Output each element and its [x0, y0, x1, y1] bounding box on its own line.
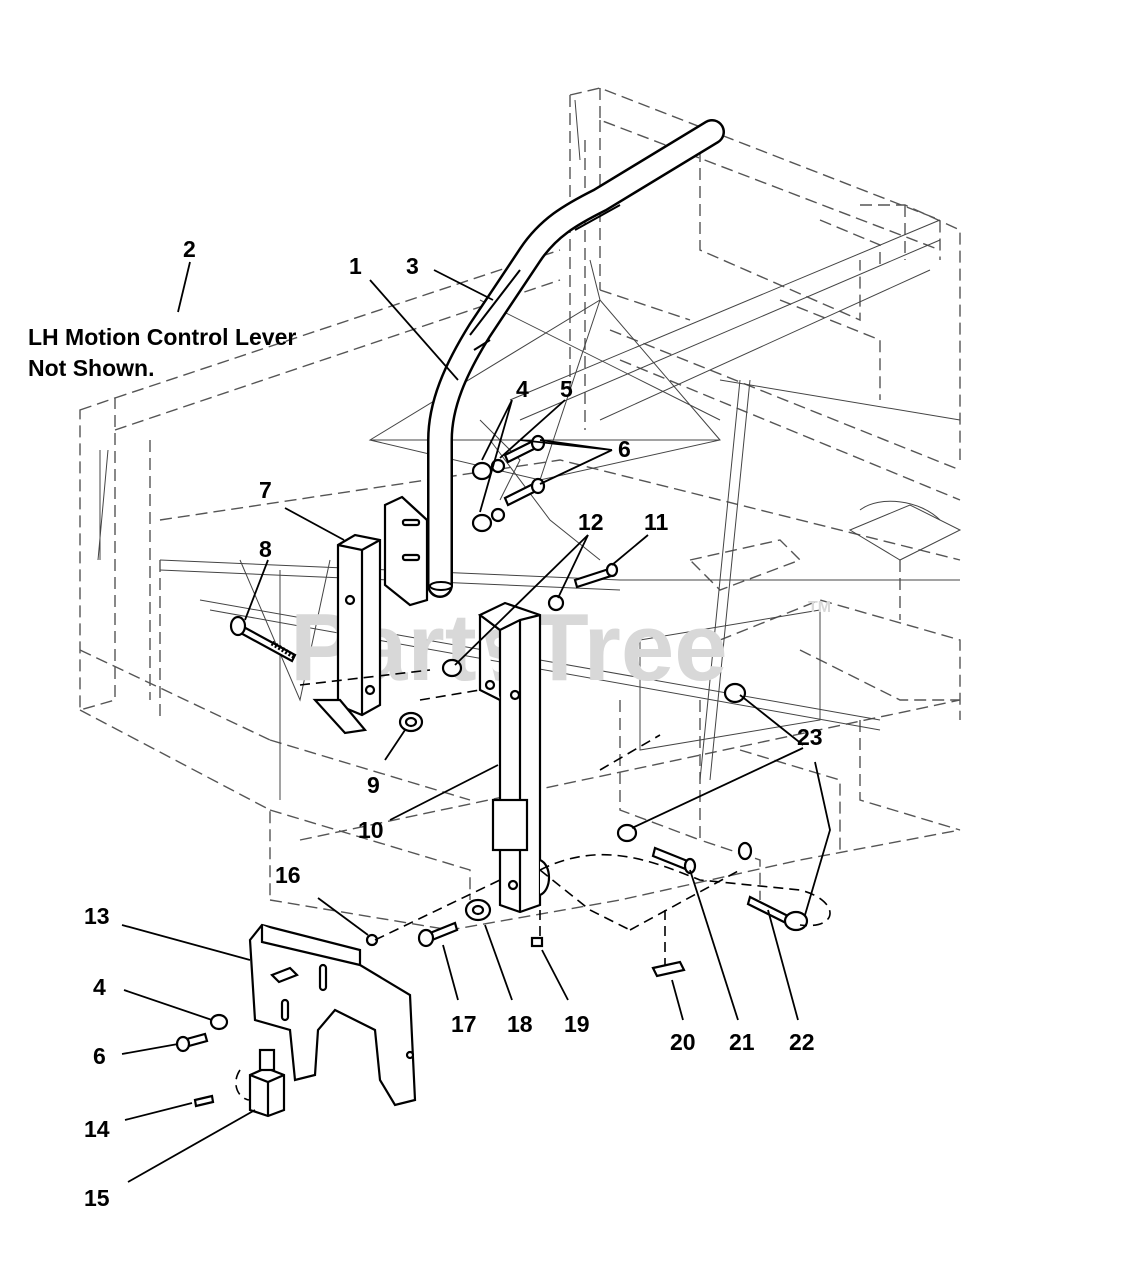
callout-4: 4: [516, 376, 529, 402]
lever-mount-plate: [383, 495, 429, 607]
part-13-cover: [248, 923, 417, 1107]
part-11-12-hardware: [441, 562, 619, 678]
callout-6-lower: 6: [93, 1043, 106, 1069]
callout-19: 19: [564, 1011, 590, 1037]
upper-bolts: [471, 434, 546, 533]
leader-lines: [121, 261, 831, 1183]
callout-labels: 2 1 3 4 5 6 7 8 9 10 11 12 13 4 6 14 15 …: [84, 236, 823, 1211]
part-15-switch: [248, 1048, 286, 1118]
control-lever: [427, 119, 725, 598]
callout-13: 13: [84, 903, 110, 929]
note-line-1: LH Motion Control Lever: [28, 324, 297, 350]
lh-lever-note: LH Motion Control Lever Not Shown.: [28, 322, 296, 384]
assembly-dash-lines: [235, 669, 831, 1101]
callout-20: 20: [670, 1029, 696, 1055]
part-8-bolt: [229, 615, 297, 663]
callout-6: 6: [618, 436, 631, 462]
callout-21: 21: [729, 1029, 755, 1055]
callout-12: 12: [578, 509, 604, 535]
part-9-nut: [398, 711, 424, 733]
callout-16: 16: [275, 862, 301, 888]
callout-2: 2: [183, 236, 196, 262]
callout-15: 15: [84, 1185, 110, 1211]
note-line-2: Not Shown.: [28, 355, 155, 381]
callout-23: 23: [797, 724, 823, 750]
watermark-trademark: TM: [808, 599, 831, 616]
small-parts: [417, 898, 686, 978]
callout-17: 17: [451, 1011, 477, 1037]
callout-9: 9: [367, 772, 380, 798]
callout-11: 11: [644, 509, 669, 535]
callout-5: 5: [560, 376, 573, 402]
callout-7: 7: [259, 477, 272, 503]
lower-right-hardware: [616, 682, 809, 932]
callout-10: 10: [358, 817, 384, 843]
callout-22: 22: [789, 1029, 815, 1055]
callout-1: 1: [349, 253, 362, 279]
callout-8: 8: [259, 536, 272, 562]
callout-3: 3: [406, 253, 419, 279]
callout-4-lower: 4: [93, 974, 106, 1000]
callout-14: 14: [84, 1116, 110, 1142]
callout-18: 18: [507, 1011, 533, 1037]
part-7-bracket: [312, 533, 382, 735]
small-screws: [175, 933, 379, 1108]
